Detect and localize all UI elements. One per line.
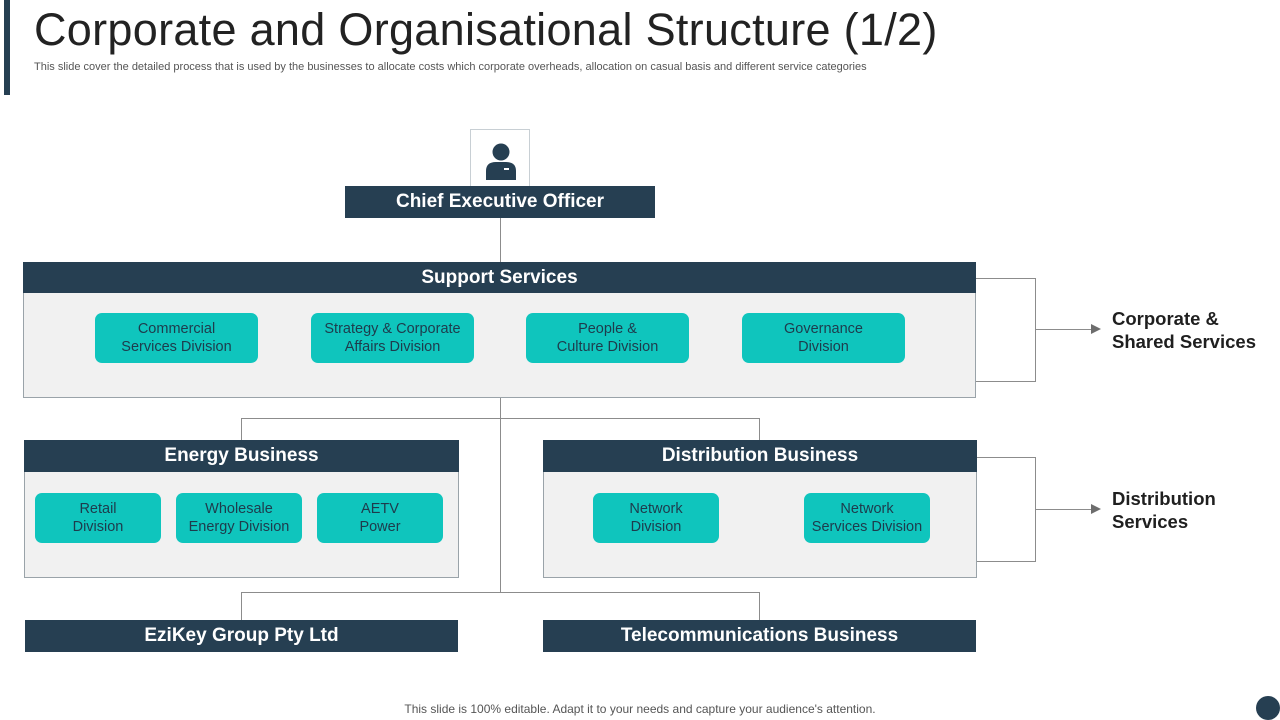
connector-ceo-support: [500, 217, 501, 262]
person-icon: [486, 143, 516, 180]
distribution-arrow-head: [1091, 504, 1101, 514]
connector-branch-lower: [241, 592, 760, 593]
title-accent-bar: [4, 0, 10, 95]
division-aetv-power: AETV Power: [317, 493, 443, 543]
footer-note: This slide is 100% editable. Adapt it to…: [404, 702, 876, 716]
distribution-business-header: Distribution Business: [543, 440, 977, 472]
connector-trunk: [500, 397, 501, 593]
division-people-culture: People & Culture Division: [526, 313, 689, 363]
ceo-box: Chief Executive Officer: [345, 186, 655, 218]
distribution-services-label: Distribution Services: [1112, 488, 1216, 532]
connector-distribution-drop: [759, 418, 760, 441]
division-commercial-services: Commercial Services Division: [95, 313, 258, 363]
corporate-shared-services-label: Corporate & Shared Services: [1112, 308, 1256, 352]
distribution-arrow-line: [1036, 509, 1092, 510]
division-wholesale-energy: Wholesale Energy Division: [176, 493, 302, 543]
connector-ezikey-drop: [241, 592, 242, 621]
corporate-bracket: [976, 278, 1036, 382]
telecommunications-business-box: Telecommunications Business: [543, 620, 976, 652]
ceo-avatar: [470, 129, 530, 189]
division-network-services: Network Services Division: [804, 493, 930, 543]
connector-telecom-drop: [759, 592, 760, 621]
division-retail: Retail Division: [35, 493, 161, 543]
distribution-bracket: [977, 457, 1036, 562]
support-services-header: Support Services: [23, 262, 976, 293]
division-network: Network Division: [593, 493, 719, 543]
ezikey-group-box: EziKey Group Pty Ltd: [25, 620, 458, 652]
connector-energy-drop: [241, 418, 242, 441]
energy-business-header: Energy Business: [24, 440, 459, 472]
division-governance: Governance Division: [742, 313, 905, 363]
connector-branch-upper: [241, 418, 760, 419]
corporate-arrow-head: [1091, 324, 1101, 334]
corner-decoration: [1256, 696, 1280, 720]
page-subtitle: This slide cover the detailed process th…: [34, 61, 867, 73]
page-title: Corporate and Organisational Structure (…: [34, 4, 938, 55]
corporate-arrow-line: [1036, 329, 1092, 330]
division-strategy-corporate-affairs: Strategy & Corporate Affairs Division: [311, 313, 474, 363]
